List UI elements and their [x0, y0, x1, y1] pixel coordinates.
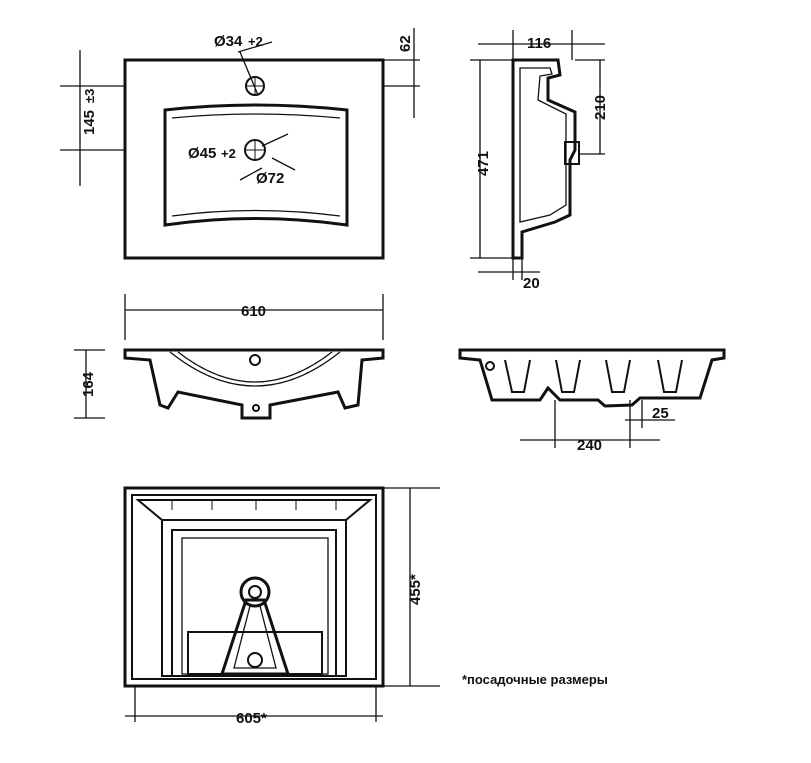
mounting-dimensions-note: *посадочные размеры — [462, 672, 608, 687]
side-view-outlet — [564, 141, 580, 165]
side-height-sub-label: 210 — [592, 95, 609, 120]
rear-view-outline — [458, 348, 726, 408]
side-height-total-label: 471 — [475, 151, 492, 176]
drain-tol-label: +2 — [221, 146, 236, 161]
bottom-view-faucet-boss — [239, 576, 271, 608]
rear-view — [458, 348, 726, 448]
left-offset-label: 145 — [81, 110, 98, 135]
drain-dia-label: Ø45 — [188, 145, 216, 162]
side-view-inner — [519, 67, 567, 223]
right-offset-top-label: 62 — [397, 35, 414, 52]
bottom-view-drain-channel — [219, 598, 291, 676]
top-view-outline — [123, 58, 385, 260]
front-view — [74, 294, 385, 420]
side-view — [470, 30, 605, 280]
bottom-width-label: 605* — [236, 710, 267, 727]
rear-rib-1 — [504, 359, 531, 393]
left-offset-tol-label: ±3 — [82, 89, 97, 103]
rear-rib-spacing-label: 240 — [577, 437, 602, 454]
drain-outer-dia-label: Ø72 — [256, 170, 284, 187]
front-height-label: 164 — [80, 371, 97, 397]
bottom-depth-label: 455* — [407, 574, 424, 605]
rear-rib-4 — [657, 359, 683, 393]
top-hole-dia-label: Ø34 — [214, 33, 243, 50]
rear-rib-width-label: 25 — [652, 405, 669, 422]
top-view-bowl-inner — [171, 113, 341, 217]
front-width-label: 610 — [241, 303, 266, 320]
top-view-bowl-outer — [163, 103, 349, 227]
side-view-outline — [511, 58, 577, 260]
front-view-bowl — [169, 351, 341, 387]
side-bottom-label: 20 — [523, 275, 540, 292]
top-view — [60, 28, 420, 260]
bottom-view-outline — [123, 486, 385, 688]
top-hole-tol-label: +2 — [248, 34, 263, 49]
front-view-outline — [123, 348, 385, 420]
bottom-view — [123, 486, 440, 722]
side-depth-top-label: 116 — [527, 35, 551, 52]
rear-rib-2 — [555, 359, 581, 393]
rear-rib-3 — [605, 359, 631, 393]
